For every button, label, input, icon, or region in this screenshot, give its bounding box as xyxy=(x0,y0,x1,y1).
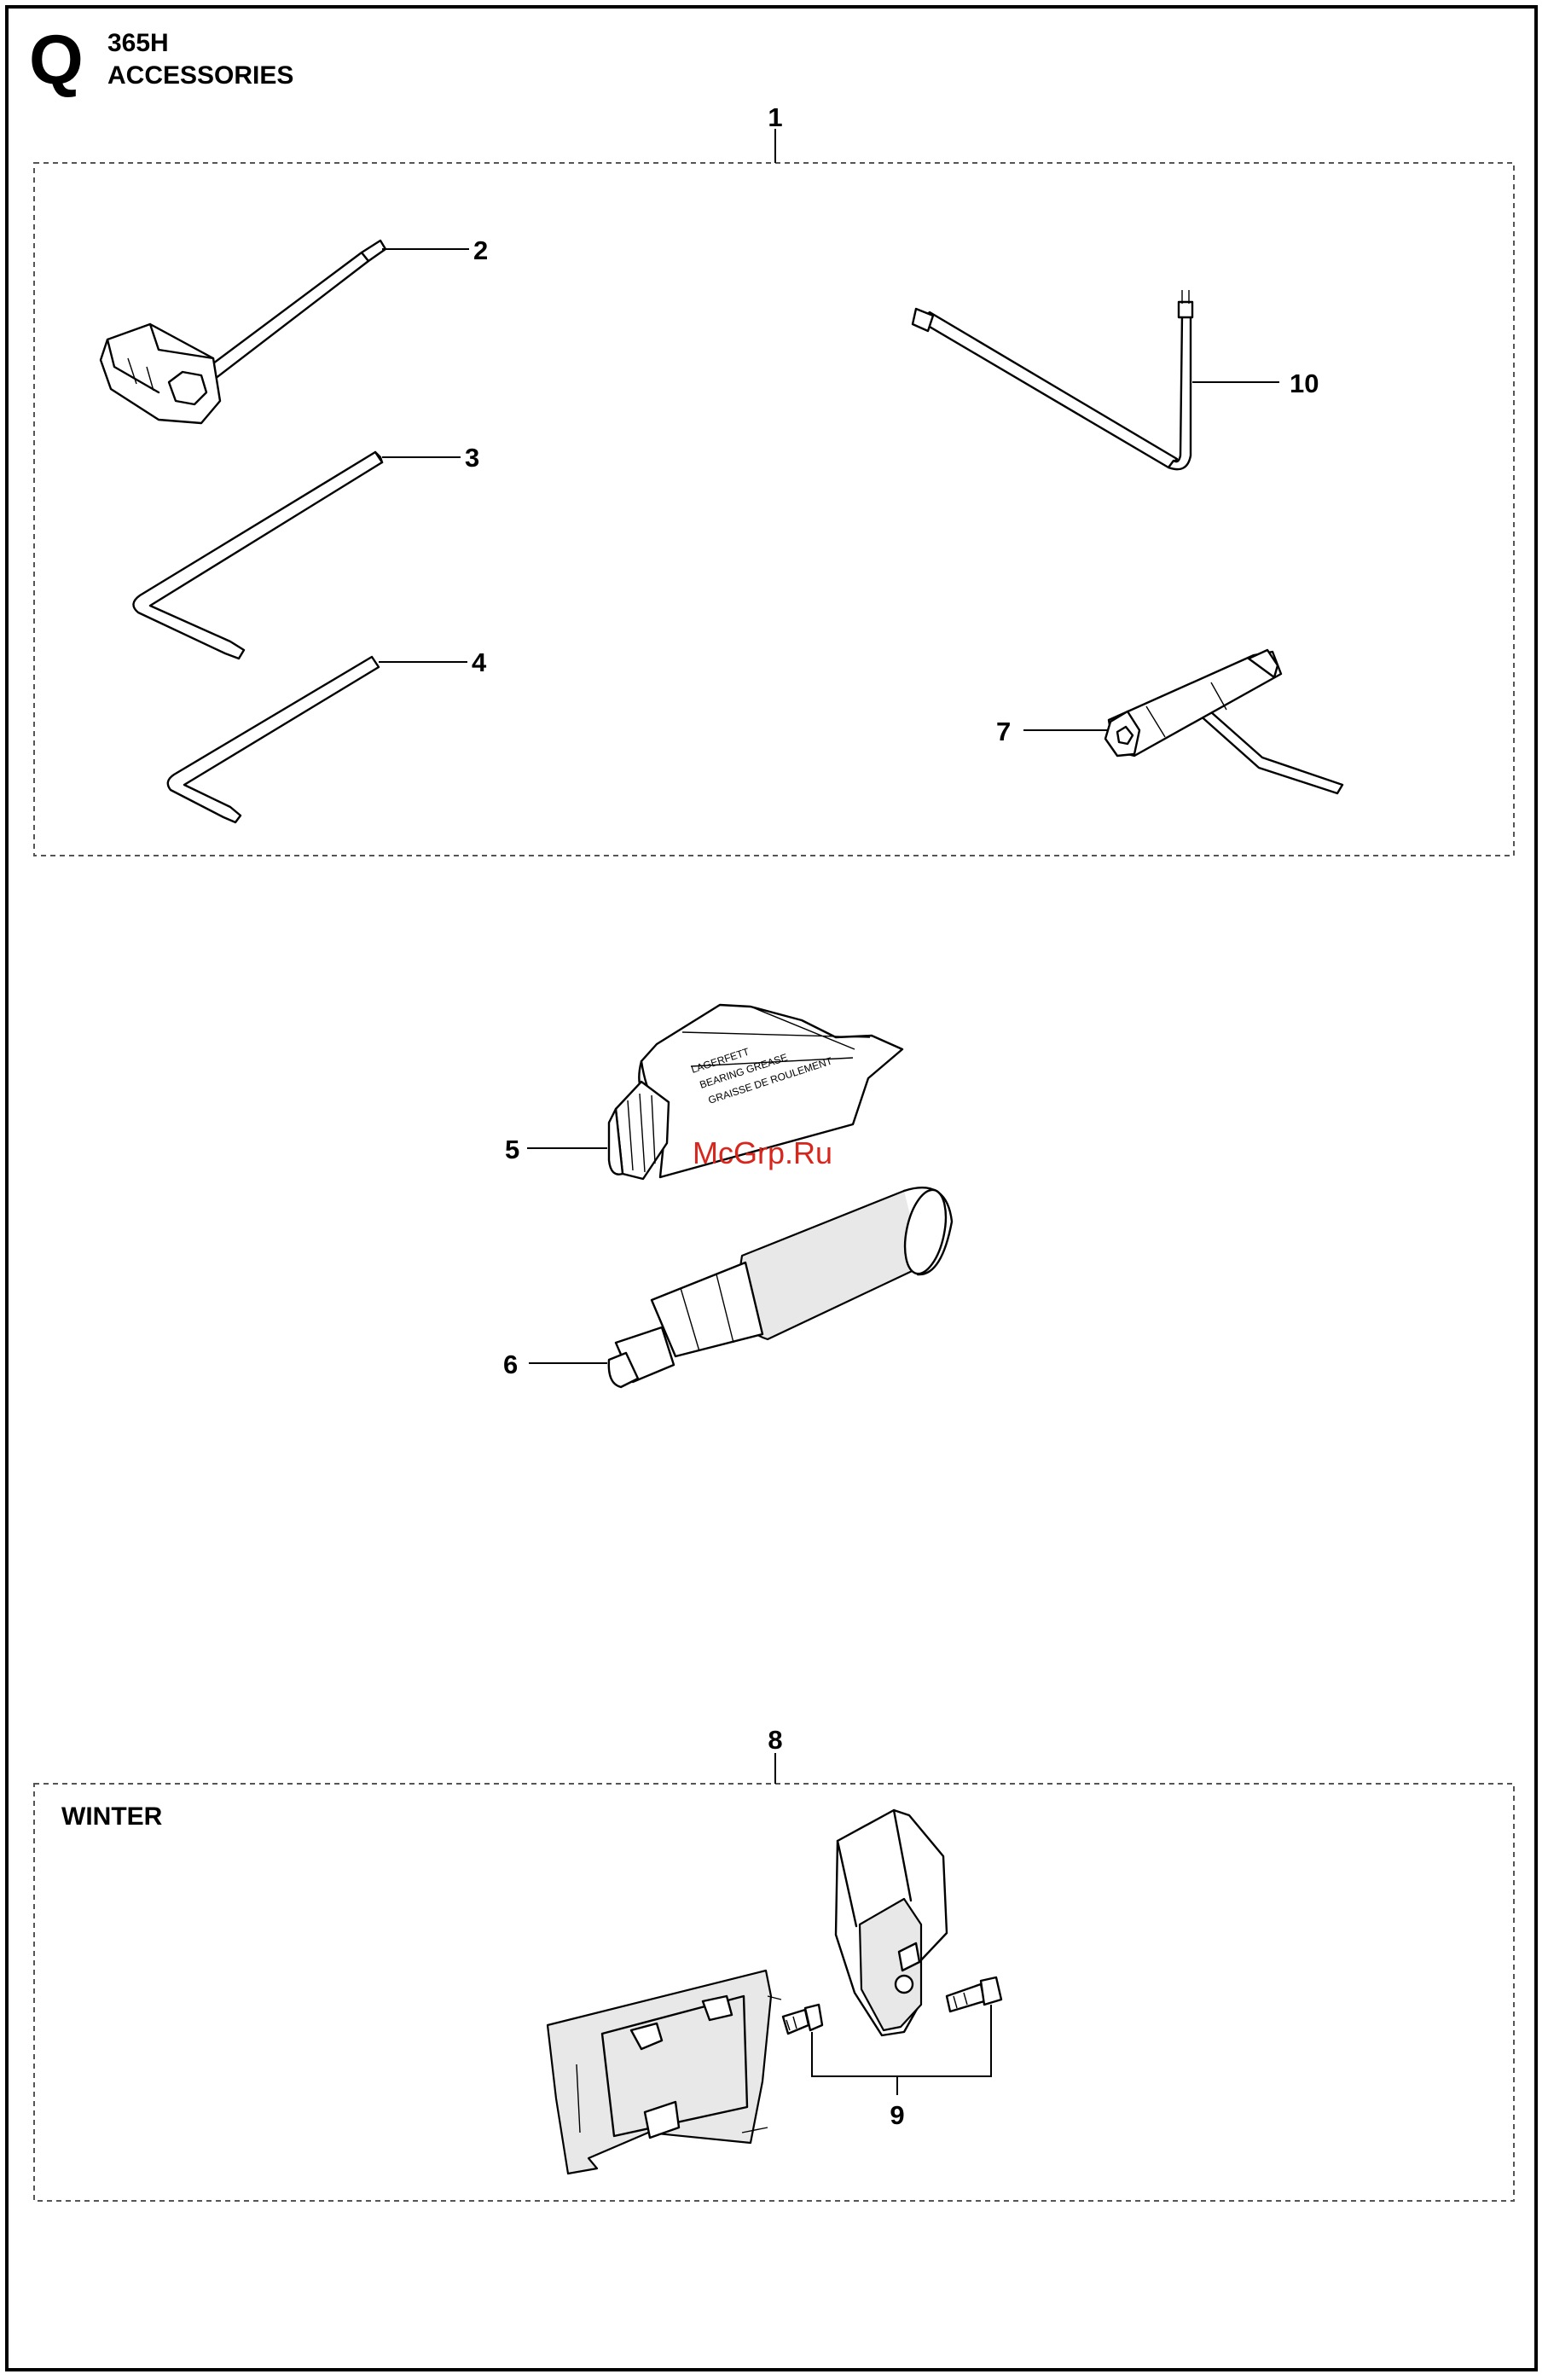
part-winter-kit-cover xyxy=(836,1810,947,2035)
part-screw-left xyxy=(783,2005,822,2034)
group-box-1 xyxy=(34,163,1514,856)
part-hex-key-large xyxy=(133,452,382,659)
callout-10: 10 xyxy=(1290,369,1319,398)
callout-6: 6 xyxy=(503,1350,518,1379)
part-t-spanner xyxy=(1105,650,1342,793)
callout-4: 4 xyxy=(472,647,487,677)
part-piston-tool xyxy=(609,1187,953,1387)
part-screw-right xyxy=(947,1977,1001,2011)
winter-label: WINTER xyxy=(61,1802,163,1831)
group-box-8 xyxy=(34,1784,1514,2201)
callout-7: 7 xyxy=(996,717,1011,746)
part-combination-spanner xyxy=(101,241,386,423)
part-torx-key xyxy=(913,290,1192,469)
part-hex-key-small xyxy=(168,657,379,822)
callout-8: 8 xyxy=(768,1725,782,1755)
callout-3: 3 xyxy=(465,443,479,473)
callout-2: 2 xyxy=(473,235,488,265)
callout-5: 5 xyxy=(505,1135,519,1164)
callout-9: 9 xyxy=(890,2100,904,2130)
part-winter-kit-housing xyxy=(548,1971,781,2174)
watermark-text: McGrp.Ru xyxy=(693,1135,832,1170)
callout-1: 1 xyxy=(768,102,782,132)
